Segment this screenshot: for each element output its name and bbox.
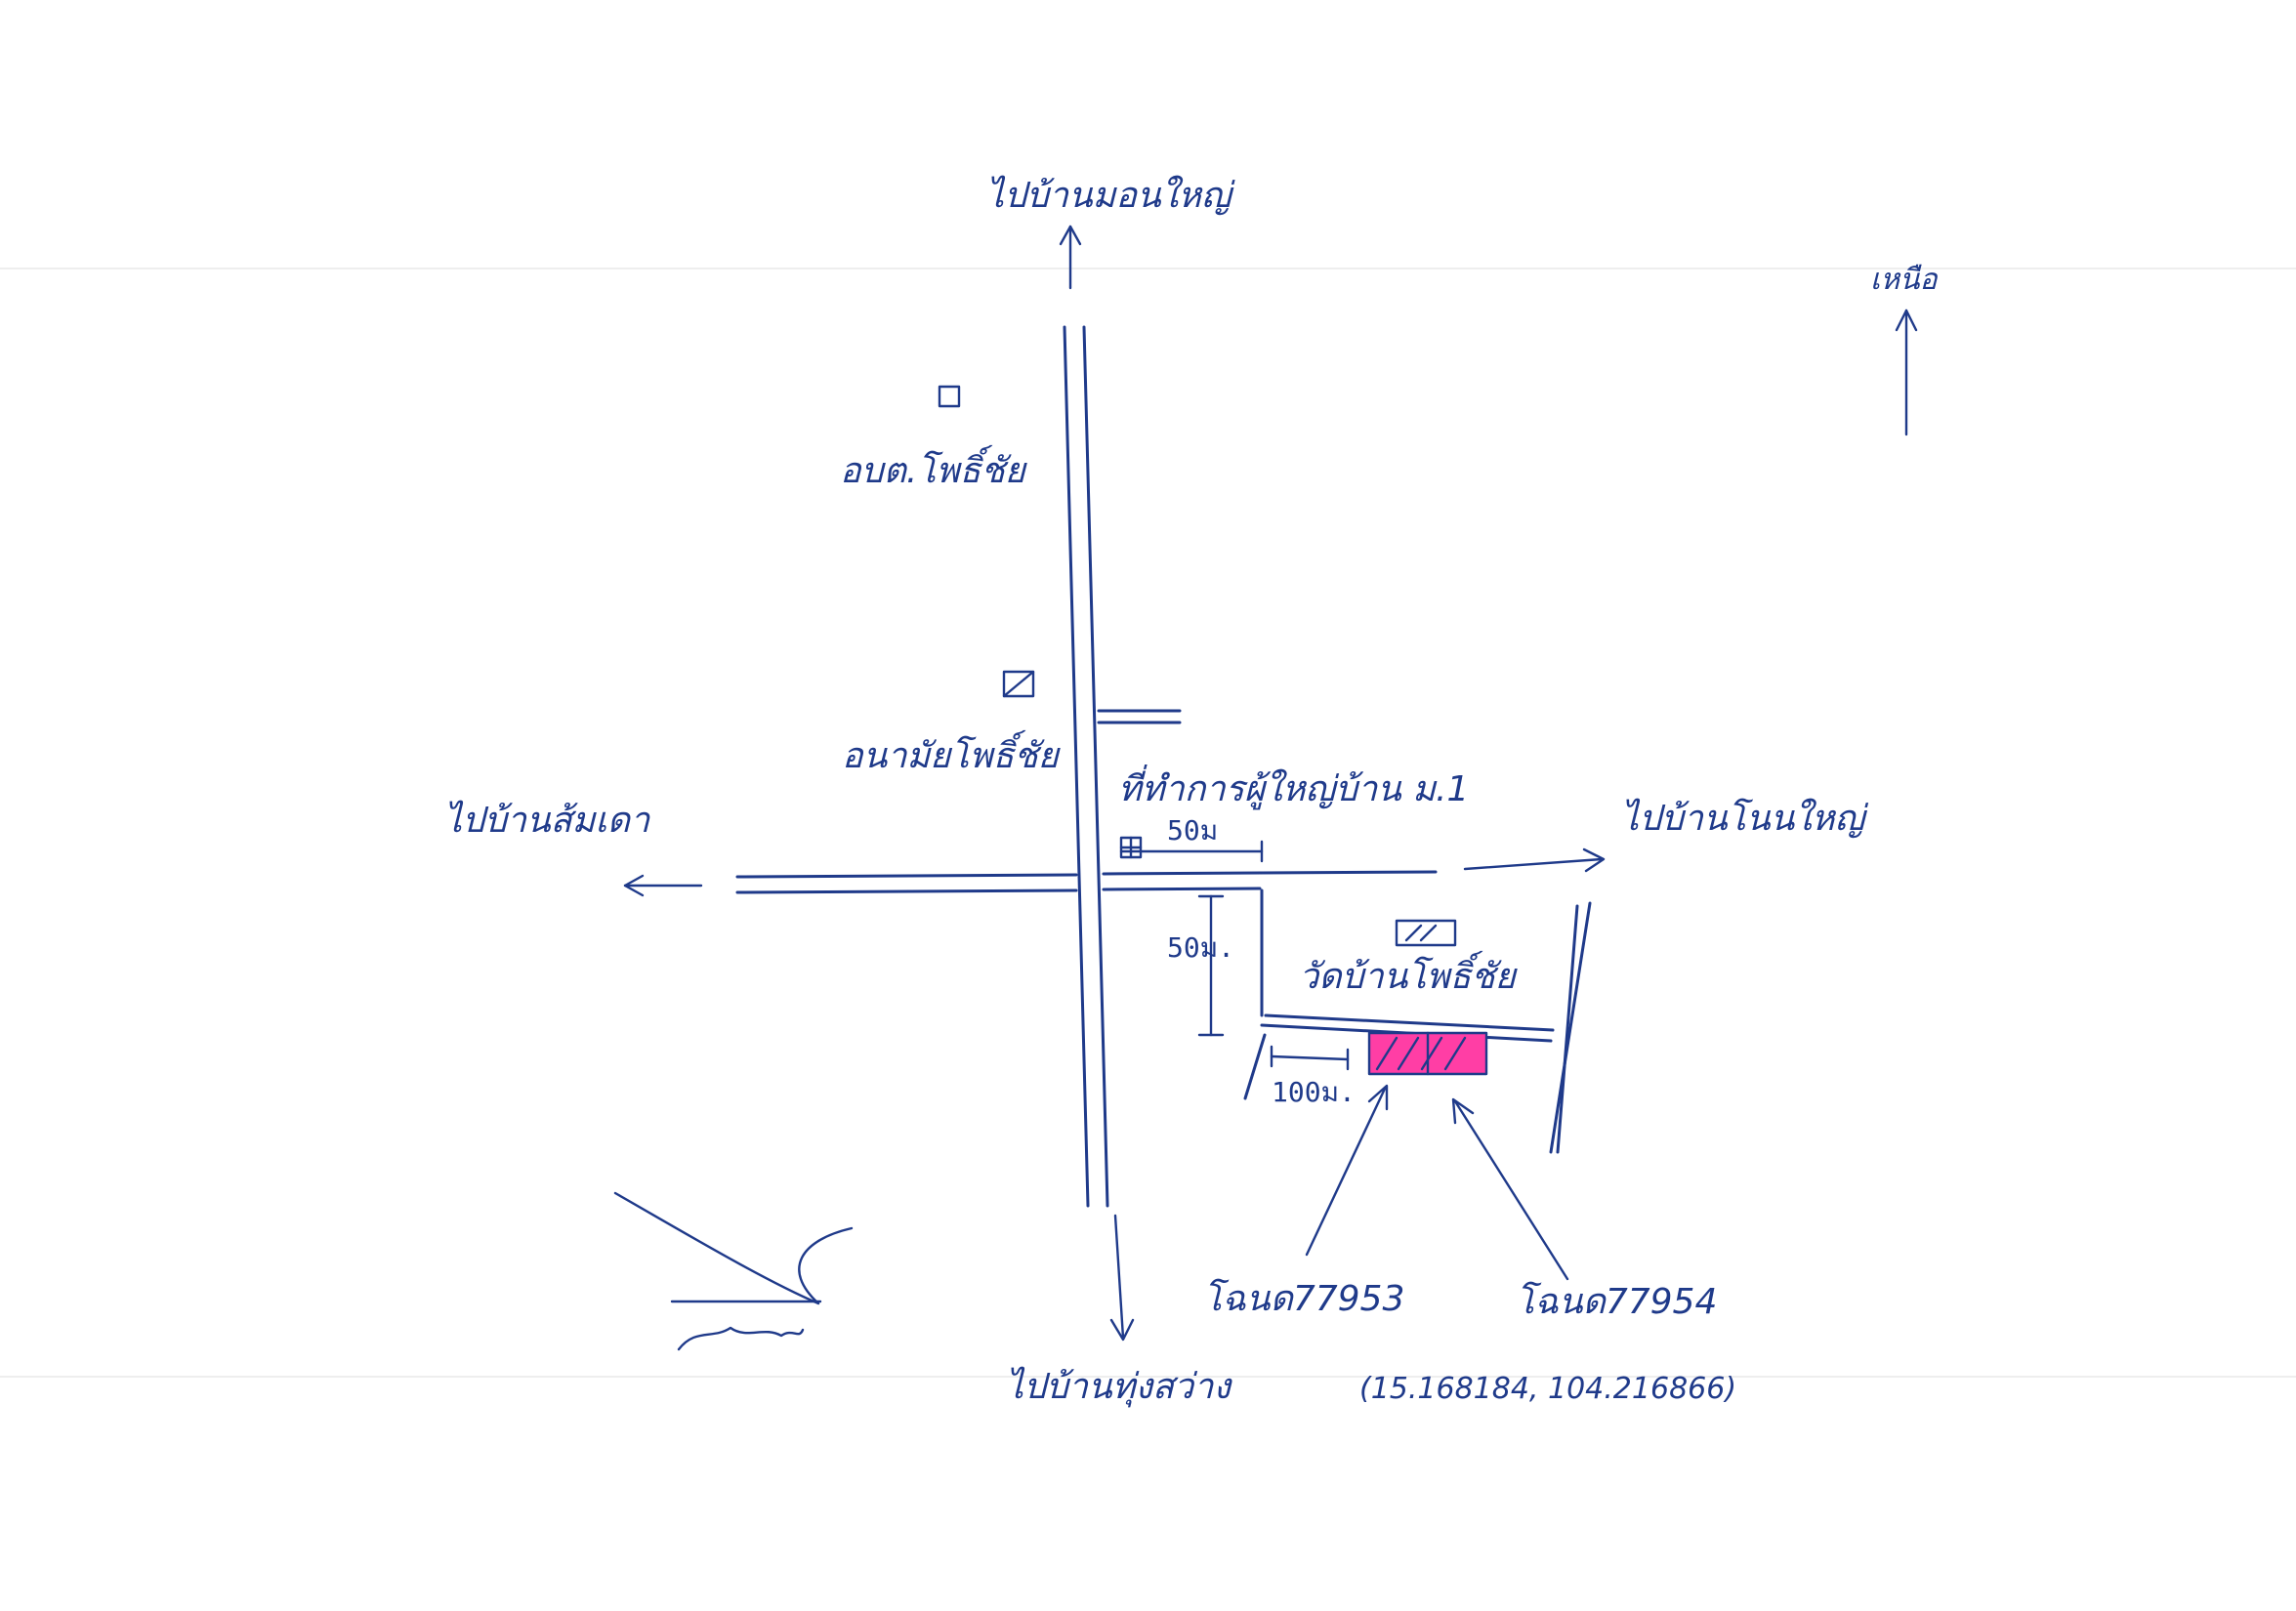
- temple-icon: [1395, 919, 1457, 947]
- label-dist-100m: 100ม.: [1272, 1076, 1356, 1108]
- arrow-south-road: [1109, 1214, 1135, 1342]
- main-road-north-south: [1063, 325, 1109, 1208]
- tao-office-icon: [938, 385, 961, 408]
- label-tao-office: อบต.โพธิ์ชัย: [840, 444, 1028, 491]
- arrow-north-road: [1059, 225, 1082, 290]
- parcel-highlight: [1367, 1031, 1488, 1076]
- north-arrow-icon: [1895, 309, 1918, 436]
- label-south-road: ไปบ้านทุ่งสว่าง: [1006, 1366, 1232, 1408]
- label-north-arrow: เหนือ: [1870, 263, 1940, 297]
- arrow-west-road: [623, 874, 703, 897]
- arrow-parcel-77954: [1451, 1097, 1569, 1281]
- signature-mark: [613, 1191, 854, 1351]
- label-west-road: ไปบ้านส้มเดา: [444, 800, 651, 841]
- label-east-road: ไปบ้านโนนใหญ่: [1621, 798, 1869, 839]
- arrow-east-road: [1463, 847, 1606, 873]
- arrow-parcel-77953: [1305, 1084, 1389, 1257]
- village-hall-icon: [1119, 836, 1143, 859]
- label-parcel-77953: โฉนด77953: [1203, 1278, 1404, 1319]
- road-east-west: [735, 870, 1438, 894]
- label-village-hall: ที่ทำการผู้ใหญ่บ้าน ม.1: [1118, 764, 1469, 810]
- health-center-icon: [1002, 670, 1035, 698]
- label-temple: วัดบ้านโพธิ์ชัย: [1299, 950, 1519, 997]
- label-dist-50m-vertical: 50ม.: [1167, 931, 1234, 964]
- label-parcel-77954: โฉนด77954: [1516, 1281, 1717, 1322]
- side-street: [1097, 709, 1182, 724]
- dimension-50m-horizontal: [1119, 840, 1264, 863]
- label-dist-50m-horizontal: 50ม: [1167, 814, 1218, 847]
- dimension-50m-vertical: [1197, 894, 1225, 1037]
- label-north-road: ไปบ้านมอนใหญ่: [986, 175, 1236, 216]
- dimension-100m: [1270, 1045, 1350, 1071]
- label-gps-coordinates: (15.168184, 104.216866): [1359, 1372, 1736, 1406]
- label-health-center: อนามัยโพธิ์ชัย: [842, 729, 1062, 776]
